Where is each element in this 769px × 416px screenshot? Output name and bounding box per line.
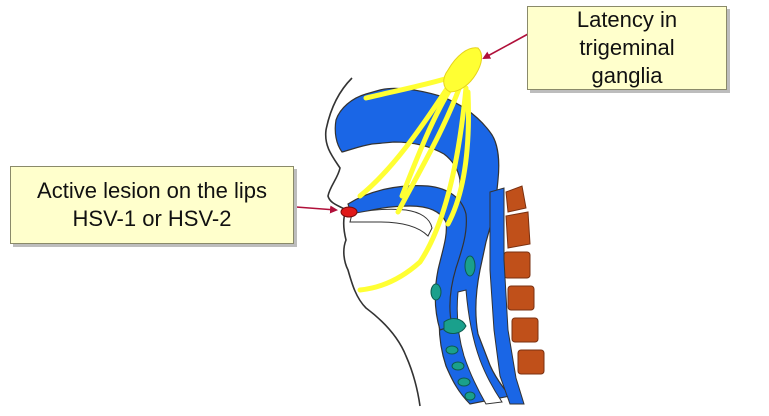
- lesion-label-line1: Active lesion on the lips: [37, 177, 267, 205]
- lip-lesion: [341, 207, 357, 217]
- vertebra-6: [518, 350, 544, 374]
- nasal-cavity: [335, 88, 510, 404]
- vertebra-5: [512, 318, 538, 342]
- vertebra-3: [504, 252, 530, 278]
- cartilage-1: [431, 284, 441, 300]
- latency-label-box: Latency in trigeminal ganglia: [527, 6, 727, 90]
- latency-arrow-icon: [484, 34, 528, 58]
- lesion-label-box: Active lesion on the lips HSV-1 or HSV-2: [10, 166, 294, 244]
- trigeminal-ganglion: [444, 48, 482, 92]
- cartilage-4: [446, 346, 458, 354]
- lesion-arrow-icon: [296, 207, 336, 210]
- cartilage-5: [452, 362, 464, 370]
- lesion-label-line2: HSV-1 or HSV-2: [73, 205, 232, 233]
- vertebra-4: [508, 286, 534, 310]
- mouth-opening: [350, 209, 432, 236]
- cartilage-2: [465, 256, 475, 276]
- cartilage-6: [458, 378, 470, 386]
- latency-label-line1: Latency in trigeminal: [528, 6, 726, 62]
- vertebra-1: [506, 186, 526, 212]
- cartilage-7: [465, 392, 475, 400]
- vertebra-2: [506, 212, 530, 248]
- latency-label-line2: ganglia: [592, 62, 663, 90]
